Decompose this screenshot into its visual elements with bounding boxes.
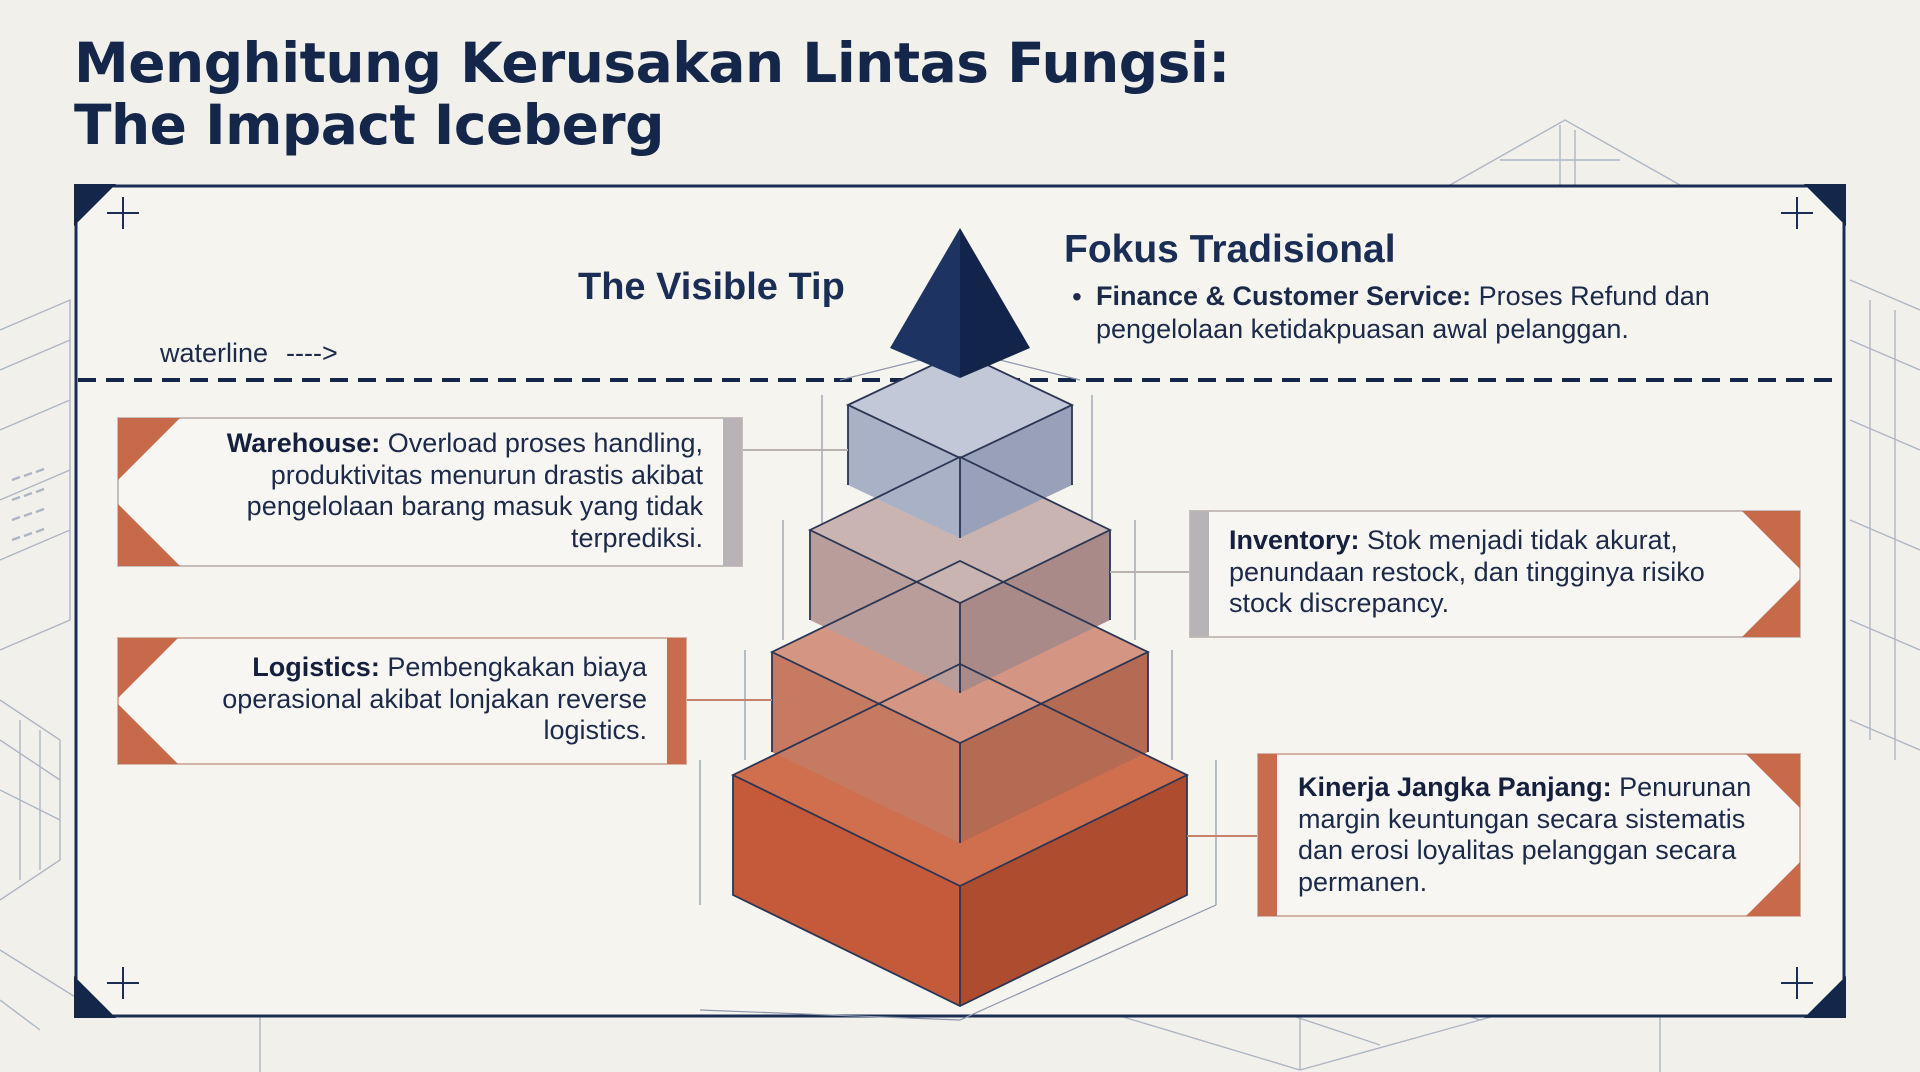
title-line-1: Menghitung Kerusakan Lintas Fungsi: bbox=[74, 31, 1230, 95]
traditional-focus-item: Finance & Customer Service: Proses Refun… bbox=[1072, 280, 1796, 346]
inventory-text: Inventory: Stok menjadi tidak akurat, pe… bbox=[1229, 525, 1744, 620]
long-term-description: Penurunan margin keuntungan secara siste… bbox=[1298, 772, 1752, 897]
corner-top-right bbox=[1804, 184, 1846, 226]
tier-1-left bbox=[848, 405, 960, 538]
tier-4-left bbox=[733, 775, 960, 1006]
waterline-label: waterline bbox=[160, 338, 269, 368]
card-warehouse bbox=[117, 417, 743, 567]
tier-1-right bbox=[960, 405, 1072, 538]
tier-2-right bbox=[960, 530, 1110, 693]
warehouse-description: Overload proses handling, produktivitas … bbox=[246, 428, 703, 553]
title-line-2: The Impact Iceberg bbox=[74, 93, 664, 157]
tip-left-face bbox=[890, 228, 960, 378]
logistics-description: Pembengkakan biaya operasional akibat lo… bbox=[222, 652, 647, 745]
dashed-arrow-icon: ----> bbox=[286, 338, 338, 368]
logistics-label: Logistics: bbox=[252, 652, 380, 682]
inventory-description: Stok menjadi tidak akurat, penundaan res… bbox=[1229, 525, 1705, 618]
tier-4-right bbox=[960, 775, 1187, 1006]
card-inventory bbox=[1189, 510, 1801, 638]
inventory-label: Inventory: bbox=[1229, 525, 1360, 555]
corner-bottom-right bbox=[1804, 976, 1846, 1018]
logistics-text: Logistics: Pembengkakan biaya operasiona… bbox=[192, 652, 647, 747]
traditional-focus-heading: Fokus Tradisional bbox=[1064, 228, 1396, 271]
warehouse-text: Warehouse: Overload proses handling, pro… bbox=[200, 428, 703, 554]
visible-tip-label: The Visible Tip bbox=[578, 266, 845, 308]
corner-bottom-left bbox=[74, 976, 116, 1018]
tier-3-right bbox=[960, 652, 1148, 843]
tier-3-left bbox=[772, 652, 960, 843]
warehouse-label: Warehouse: bbox=[226, 428, 381, 458]
focus-item-label: Finance & Customer Service: bbox=[1096, 281, 1472, 311]
tip-right-face bbox=[960, 228, 1030, 378]
card-logistics bbox=[117, 637, 687, 765]
long-term-text: Kinerja Jangka Panjang: Penurunan margin… bbox=[1298, 772, 1773, 898]
corner-top-left bbox=[74, 184, 116, 226]
focus-item-text: Proses Refund dan pengelolaan ketidakpua… bbox=[1096, 281, 1710, 344]
long-term-label: Kinerja Jangka Panjang: bbox=[1298, 772, 1612, 802]
card-long-term bbox=[1257, 753, 1801, 917]
plus-crosshair-icon bbox=[107, 197, 1813, 999]
page-title: Menghitung Kerusakan Lintas Fungsi: The … bbox=[74, 32, 1230, 156]
tier-2-left bbox=[810, 530, 960, 693]
